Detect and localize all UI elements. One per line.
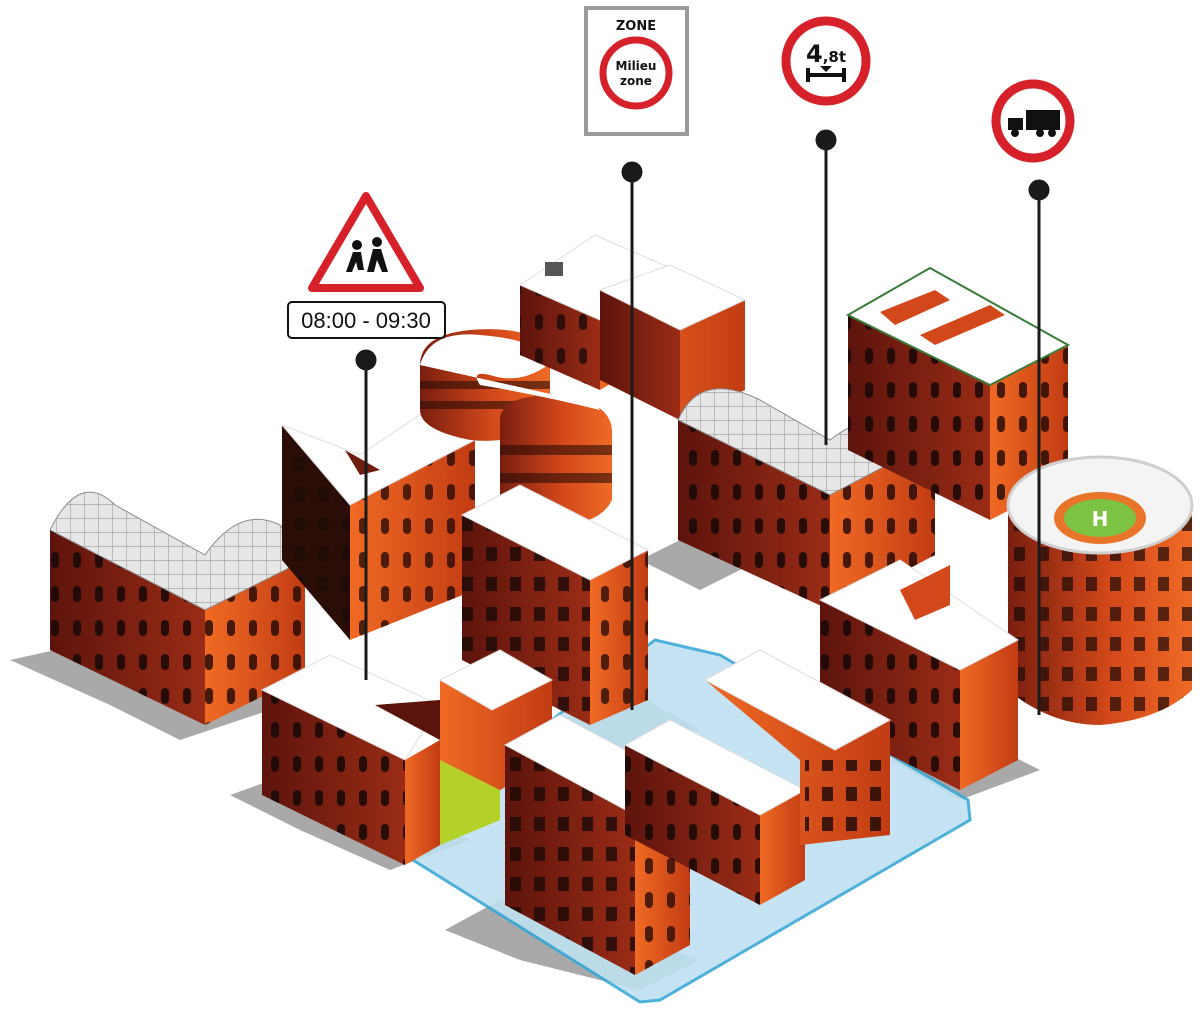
axle-weight-sign: 4,8t	[781, 16, 871, 106]
building-e-block	[845, 266, 1071, 520]
axle-weight-decimal: ,8t	[823, 48, 846, 66]
time-window-label: 08:00 - 09:30	[301, 308, 431, 333]
zone-title: ZONE	[616, 19, 656, 34]
building-right-long-block	[818, 559, 1019, 790]
children-crossing-sign: 08:00 - 09:30	[287, 192, 446, 339]
children-crossing-icon	[346, 237, 388, 272]
building-helipad-tower: H	[1006, 455, 1194, 725]
axle-load-icon	[806, 66, 846, 82]
zone-line2: zone	[620, 74, 652, 88]
zone-line1: Milieu	[616, 59, 657, 73]
sign-poles	[355, 129, 1050, 715]
svg-text:H: H	[1092, 507, 1109, 531]
building-triangle-block	[281, 414, 477, 640]
building-top-center	[518, 234, 747, 420]
milieu-zone-sign: ZONE Milieu zone	[584, 6, 689, 136]
no-trucks-sign	[991, 79, 1075, 163]
axle-weight-value: 4	[806, 40, 823, 68]
truck-icon	[1008, 110, 1060, 137]
svg-text:4,8t: 4,8t	[806, 40, 846, 68]
building-z-block	[623, 649, 892, 905]
